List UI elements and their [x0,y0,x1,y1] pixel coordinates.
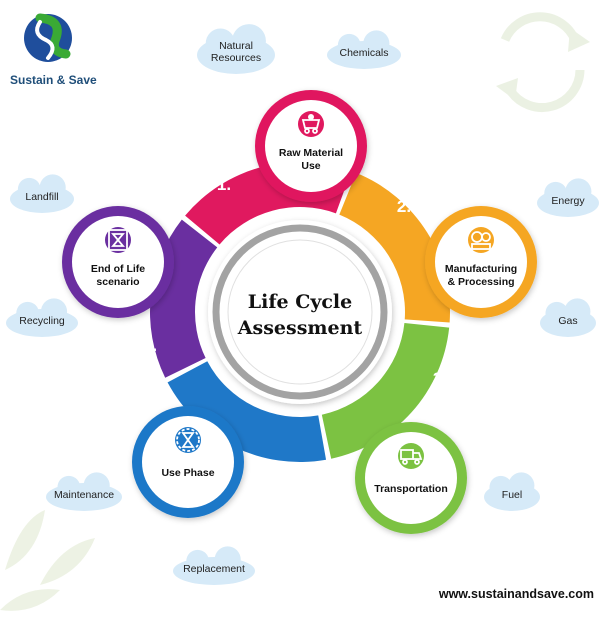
stage-arc-3 [321,322,450,459]
center-title-line1: Life Cycle [248,291,353,313]
stage-number: 1. [217,175,231,194]
cloud-bubble: Maintenance [46,472,122,511]
leaves-decoration-icon [0,510,95,611]
cloud-label: Energy [551,195,585,207]
brand-logo [24,13,72,62]
stage-arc-4 [167,361,327,462]
cloud-label: Recycling [19,315,65,327]
stage-label: Transportation [374,483,448,495]
cloud-label: Maintenance [54,489,114,501]
stage-node-4: Use Phase [132,406,244,518]
cloud-bubble: Landfill [10,174,74,213]
recycle-arrows-decoration-icon [496,12,590,112]
cloud-bubble: Recycling [6,298,78,337]
cloud-bubble: Fuel [484,472,540,511]
cloud-bubble: Energy [537,178,599,217]
stage-label: Use Phase [161,467,214,479]
stage-node-3: Transportation [355,422,467,534]
cloud-label: Gas [558,315,577,327]
center-hub: Life Cycle Assessment [208,220,392,404]
stage-label: Manufacturing [445,263,517,275]
website-url[interactable]: www.sustainandsave.com [438,587,594,601]
stage-number: 3. [433,369,447,388]
stage-number: 5. [143,336,157,355]
cloud-label: Chemicals [339,47,388,59]
stage-label: & Processing [447,276,514,288]
stage-label: Raw Material [279,147,343,159]
stage-number: 2. [397,197,411,216]
stage-arc-2 [339,172,450,323]
stage-label: scenario [96,276,139,288]
cloud-label: Fuel [502,489,522,501]
cloud-bubble: Gas [540,298,596,337]
center-title-line2: Assessment [237,317,363,339]
cloud-bubble: Replacement [173,546,255,585]
cloud-label: Natural [219,40,253,52]
stage-node-2: Manufacturing& Processing [425,206,537,318]
stage-label: End of Life [91,263,145,275]
cloud-label: Resources [211,52,261,64]
cloud-label: Landfill [25,191,58,203]
brand-name: Sustain & Save [10,73,97,87]
stage-number: 4. [277,463,291,482]
stage-label: Use [301,160,320,172]
cloud-label: Replacement [183,563,245,575]
cloud-bubble: Chemicals [327,30,401,69]
